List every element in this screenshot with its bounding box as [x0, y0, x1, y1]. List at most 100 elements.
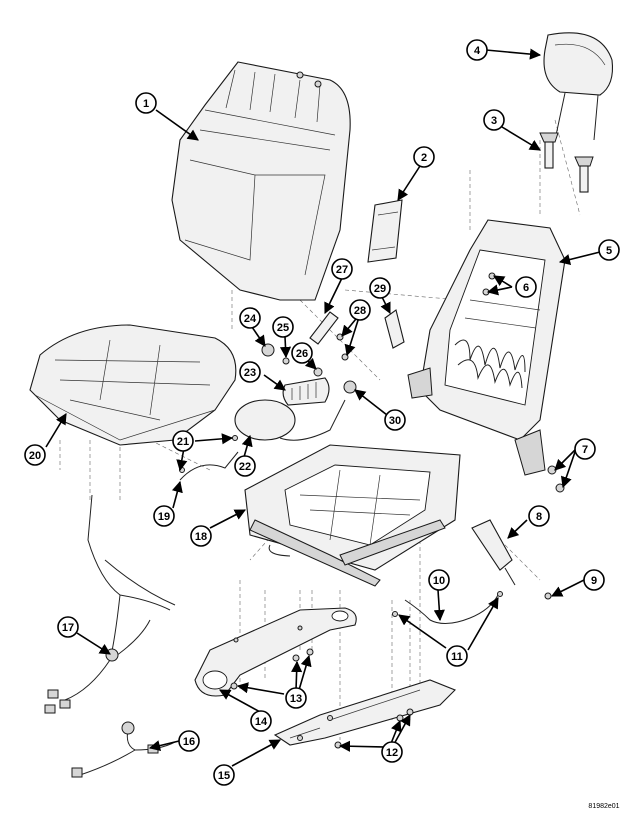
leader-arrows	[45, 48, 601, 767]
callout-number: 7	[582, 444, 588, 456]
callout-8: 8	[528, 505, 550, 527]
callout-number: 15	[218, 770, 230, 782]
bushing-30	[343, 380, 357, 394]
callout-circle	[57, 616, 79, 638]
callout-25: 25	[272, 316, 294, 338]
callout-circle	[381, 741, 403, 763]
callout-12: 12	[381, 741, 403, 763]
callout-number: 11	[451, 651, 463, 663]
callout-number: 8	[536, 511, 542, 523]
callout-number: 6	[523, 282, 529, 294]
trim-panel	[367, 199, 403, 263]
callout-number: 30	[389, 415, 401, 427]
seat-adjuster-frame	[244, 444, 461, 587]
callout-number: 25	[277, 322, 289, 334]
callout-21: 21	[172, 430, 194, 452]
handle-23	[282, 377, 330, 406]
seat-back-frame	[407, 219, 566, 476]
callout-circle	[239, 307, 261, 329]
pin-26	[313, 367, 323, 377]
callout-circle	[483, 109, 505, 131]
callout-circle	[135, 92, 157, 114]
cable-10	[392, 591, 503, 624]
callout-15: 15	[213, 764, 235, 786]
harness-17	[44, 494, 176, 714]
figure-code: 81982e01	[588, 803, 619, 810]
callout-circle	[515, 276, 537, 298]
callout-22: 22	[234, 455, 256, 477]
callout-4: 4	[466, 39, 488, 61]
callout-3: 3	[483, 109, 505, 131]
callout-number: 13	[290, 693, 302, 705]
callout-2: 2	[413, 146, 435, 168]
harness-16	[71, 721, 176, 778]
callout-number: 23	[244, 367, 256, 379]
occupant-sensor-22	[234, 399, 346, 441]
callout-circle	[250, 710, 272, 732]
callout-circle	[24, 444, 46, 466]
callout-30: 30	[384, 409, 406, 431]
wire-19	[179, 451, 239, 481]
callout-circle	[413, 146, 435, 168]
callout-circle	[583, 569, 605, 591]
callout-circle	[234, 455, 256, 477]
callout-circle	[213, 764, 235, 786]
screw-25	[282, 357, 290, 365]
callout-9: 9	[583, 569, 605, 591]
callout-number: 24	[244, 313, 257, 325]
callout-circle	[466, 39, 488, 61]
callout-circle	[153, 505, 175, 527]
callout-number: 18	[195, 531, 207, 543]
callout-number: 4	[474, 45, 481, 57]
nuts-7	[547, 465, 565, 493]
callout-number: 29	[374, 283, 386, 295]
callout-number: 17	[62, 622, 74, 634]
callout-23: 23	[239, 361, 261, 383]
callout-number: 12	[386, 747, 398, 759]
callout-number: 22	[239, 461, 251, 473]
callout-number: 3	[491, 115, 497, 127]
callout-circle	[384, 409, 406, 431]
callout-circle	[349, 299, 371, 321]
callout-13: 13	[285, 687, 307, 709]
riser-bracket-14	[194, 607, 357, 697]
callout-circle	[172, 430, 194, 452]
callout-7: 7	[574, 438, 596, 460]
callout-circle	[574, 438, 596, 460]
callout-circle	[178, 730, 200, 752]
callout-number: 16	[183, 736, 195, 748]
callout-circle	[428, 569, 450, 591]
callout-circle	[291, 342, 313, 364]
callout-5: 5	[598, 239, 620, 261]
callout-circle	[598, 239, 620, 261]
callout-number: 10	[433, 575, 445, 587]
callout-number: 1	[143, 98, 149, 110]
screws-28	[336, 333, 349, 361]
callout-circle	[331, 258, 353, 280]
clip-24	[261, 343, 275, 357]
callout-11: 11	[446, 645, 468, 667]
callout-circle	[272, 316, 294, 338]
callout-circle	[369, 277, 391, 299]
callout-26: 26	[291, 342, 313, 364]
callout-19: 19	[153, 505, 175, 527]
callout-circle	[190, 525, 212, 547]
callout-number: 20	[29, 450, 41, 462]
headrest-guides	[539, 132, 594, 193]
airbag-module	[471, 519, 552, 600]
headrest	[543, 32, 614, 141]
callout-circle	[528, 505, 550, 527]
callout-number: 26	[296, 348, 308, 360]
callout-20: 20	[24, 444, 46, 466]
link-29	[384, 309, 405, 349]
callout-10: 10	[428, 569, 450, 591]
riser-bracket-15	[273, 679, 456, 746]
callout-29: 29	[369, 277, 391, 299]
callout-number: 5	[606, 245, 612, 257]
callout-circle	[239, 361, 261, 383]
callout-circle	[285, 687, 307, 709]
callout-circle	[446, 645, 468, 667]
callout-27: 27	[331, 258, 353, 280]
callout-6: 6	[515, 276, 537, 298]
